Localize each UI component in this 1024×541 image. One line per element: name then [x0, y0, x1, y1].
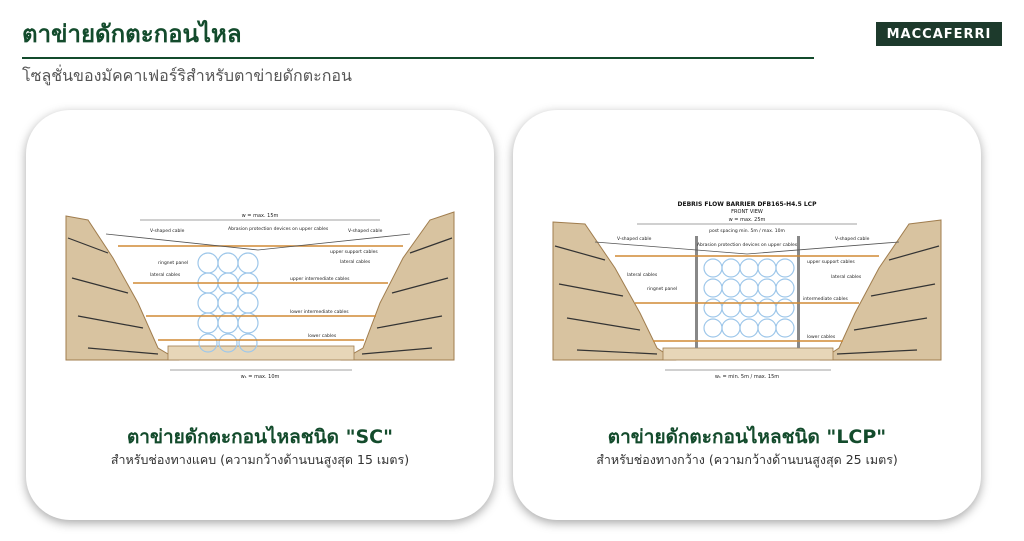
label-v-cable-left: V-shaped cable	[150, 228, 185, 234]
page-title: ตาข่ายดักตะกอนไหล	[22, 20, 242, 48]
channel-bed	[167, 345, 355, 361]
diagram-subheading: FRONT VIEW	[731, 209, 763, 215]
left-bank	[65, 215, 180, 361]
label-abrasion: Abrasion protection devices on upper cab…	[697, 242, 798, 248]
v-shaped-cable	[594, 241, 900, 255]
top-width-label: w = max. 25m	[729, 217, 766, 223]
v-shaped-cable	[105, 233, 411, 251]
card-description-lcp: สำหรับช่องทางกว้าง (ความกว้างด้านบนสูงสุ…	[596, 452, 898, 467]
right-bank	[819, 219, 942, 361]
label-lower-intermediate: lower intermediate cables	[290, 309, 349, 315]
cables	[118, 245, 403, 341]
label-lateral-left: lateral cables	[150, 272, 181, 278]
post-right	[797, 236, 800, 348]
label-ringnet: ringnet panel	[158, 260, 188, 266]
label-upper-support: upper support cables	[807, 259, 855, 265]
ringnet-panel	[703, 258, 795, 338]
label-lateral-right: lateral cables	[831, 274, 862, 280]
label-upper-support: upper support cables	[330, 249, 378, 255]
label-v-cable-left: V-shaped cable	[617, 236, 652, 242]
card-description-sc: สำหรับช่องทางแคบ (ความกว้างด้านบนสูงสุด …	[110, 452, 410, 467]
cables	[615, 255, 879, 342]
lcp-barrier-diagram: DEBRIS FLOW BARRIER DFB165-H4.5 LCP FRON…	[552, 201, 942, 380]
channel-bed	[662, 347, 834, 361]
card-title-sc: ตาข่ายดักตะกอนไหลชนิด "SC"	[126, 426, 394, 448]
page-subtitle: โซลูชั่นของมัคคาเฟอร์ริสำหรับตาข่ายดักตะ…	[22, 66, 352, 85]
label-abrasion: Abrasion protection devices on upper cab…	[228, 226, 329, 232]
top-width-label: w = max. 15m	[242, 213, 279, 219]
post-left	[695, 236, 698, 348]
left-bank	[552, 221, 677, 361]
card-title-lcp: ตาข่ายดักตะกอนไหลชนิด "LCP"	[607, 426, 887, 448]
title-divider	[22, 57, 814, 59]
label-lateral-right: lateral cables	[340, 259, 371, 265]
ringnet-panel	[197, 252, 259, 353]
label-lower-cables: lower cables	[807, 334, 836, 340]
barrier-card-sc: w = max. 15m w₁ = max. 10m V-shaped cabl…	[26, 110, 494, 520]
label-ringnet: ringnet panel	[647, 286, 677, 292]
bottom-width-label: w₁ = max. 10m	[241, 374, 280, 380]
label-lower-cables: lower cables	[308, 333, 337, 339]
label-lateral-left: lateral cables	[627, 272, 658, 278]
label-post-spacing: post spacing min. 5m / max. 10m	[709, 228, 785, 234]
label-v-cable-right: V-shaped cable	[835, 236, 870, 242]
barrier-card-lcp: DEBRIS FLOW BARRIER DFB165-H4.5 LCP FRON…	[513, 110, 981, 520]
bottom-width-label: w₁ = min. 5m / max. 15m	[715, 374, 779, 380]
anchor-icons	[67, 237, 453, 355]
label-v-cable-right: V-shaped cable	[348, 228, 383, 234]
diagram-heading: DEBRIS FLOW BARRIER DFB165-H4.5 LCP	[678, 201, 818, 208]
sc-barrier-diagram: w = max. 15m w₁ = max. 10m V-shaped cabl…	[65, 211, 455, 380]
label-intermediate: intermediate cables	[803, 296, 848, 302]
label-upper-intermediate: upper intermediate cables	[290, 276, 350, 282]
maccaferri-logo: MACCAFERRI	[876, 22, 1002, 46]
anchor-icons	[554, 245, 940, 355]
right-bank	[340, 211, 455, 361]
